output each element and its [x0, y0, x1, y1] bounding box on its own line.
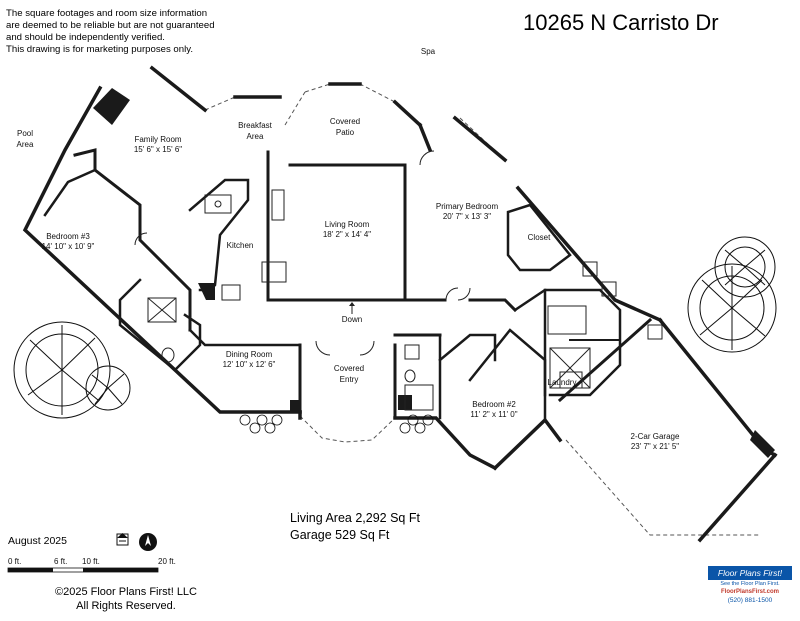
breakfast-label: Breakfast — [238, 121, 273, 130]
brand-phone: (520) 881-1500 — [727, 597, 773, 604]
garage-name: 2-Car Garage — [631, 432, 680, 441]
equal-housing-icon — [116, 533, 129, 546]
bedroom3-name: Bedroom #3 — [46, 232, 90, 241]
breakfast-label: Area — [247, 132, 264, 141]
area-summary: Living Area 2,292 Sq Ft Garage 529 Sq Ft — [290, 510, 420, 544]
brand-tagline: See the Floor Plan First. — [720, 581, 780, 587]
walls — [22, 65, 778, 543]
living-room-name: Living Room — [325, 220, 370, 229]
primary-bedroom-name: Primary Bedroom — [436, 202, 499, 211]
pool-area-label: Area — [17, 140, 34, 149]
disclaimer-line: This drawing is for marketing purposes o… — [6, 44, 193, 55]
pool-area-label: Pool — [17, 129, 33, 138]
dashed-boundaries — [204, 83, 760, 536]
copyright-line: All Rights Reserved. — [76, 600, 176, 612]
covered-entry-label: Entry — [340, 375, 359, 384]
scale-bar: 0 ft. 6 ft. 10 ft. 20 ft. — [7, 557, 176, 573]
tree-icon — [714, 236, 776, 298]
tree-icon — [13, 321, 111, 419]
disclaimer: The square footages and room size inform… — [6, 8, 246, 56]
dining-room-size: 12' 10" x 12' 6" — [223, 360, 276, 369]
covered-patio-label: Patio — [336, 128, 355, 137]
scale-tick-label: 10 ft. — [82, 557, 100, 566]
family-room-size: 15' 6" x 15' 6" — [134, 145, 182, 154]
laundry-label: Laundry — [548, 378, 577, 387]
fixtures — [134, 150, 663, 411]
down-label: Down — [342, 315, 362, 324]
kitchen-label: Kitchen — [227, 241, 254, 250]
scale-tick-label: 20 ft. — [158, 557, 176, 566]
disclaimer-line: are deemed to be reliable but are not gu… — [6, 20, 215, 31]
room-labels: Spa Pool Area Family Room 15' 6" x 15' 6… — [17, 47, 680, 451]
tree-icons — [13, 236, 777, 419]
tree-icon — [687, 263, 777, 353]
closet-label: Closet — [528, 233, 551, 242]
brand-name: Floor Plans First! — [708, 566, 792, 580]
copyright: ©2025 Floor Plans First! LLC All Rights … — [6, 585, 246, 613]
covered-patio-label: Covered — [330, 117, 360, 126]
bedroom3-size: 14' 10" x 10' 9" — [42, 242, 95, 251]
disclaimer-line: The square footages and room size inform… — [6, 8, 208, 19]
dining-room-name: Dining Room — [226, 350, 273, 359]
copyright-line: ©2025 Floor Plans First! LLC — [55, 586, 197, 598]
drawing-date: August 2025 — [8, 535, 67, 547]
living-room-size: 18' 2" x 14' 4" — [323, 230, 371, 239]
scale-tick-label: 0 ft. — [8, 557, 21, 566]
shrub-icons — [239, 414, 434, 434]
garage-size: 23' 7" x 21' 5" — [631, 442, 679, 451]
garage-area-text: Garage 529 Sq Ft — [290, 528, 390, 542]
living-area-text: Living Area 2,292 Sq Ft — [290, 511, 420, 525]
bedroom2-size: 11' 2" x 11' 0" — [470, 410, 517, 419]
disclaimer-line: and should be independently verified. — [6, 32, 165, 43]
brand-logo: Floor Plans First! See the Floor Plan Fi… — [706, 566, 794, 612]
brand-url: FloorPlansFirst.com — [720, 589, 779, 595]
wall-blocks — [93, 88, 775, 458]
down-arrow-icon — [349, 302, 355, 314]
compass-icon — [139, 533, 157, 551]
tree-icon — [85, 365, 131, 411]
spa-label: Spa — [421, 47, 436, 56]
covered-entry-label: Covered — [334, 364, 364, 373]
scale-tick-label: 6 ft. — [54, 557, 67, 566]
family-room-name: Family Room — [134, 135, 181, 144]
property-address: 10265 N Carristo Dr — [523, 10, 719, 35]
primary-bedroom-size: 20' 7" x 13' 3" — [443, 212, 491, 221]
bedroom2-name: Bedroom #2 — [472, 400, 516, 409]
